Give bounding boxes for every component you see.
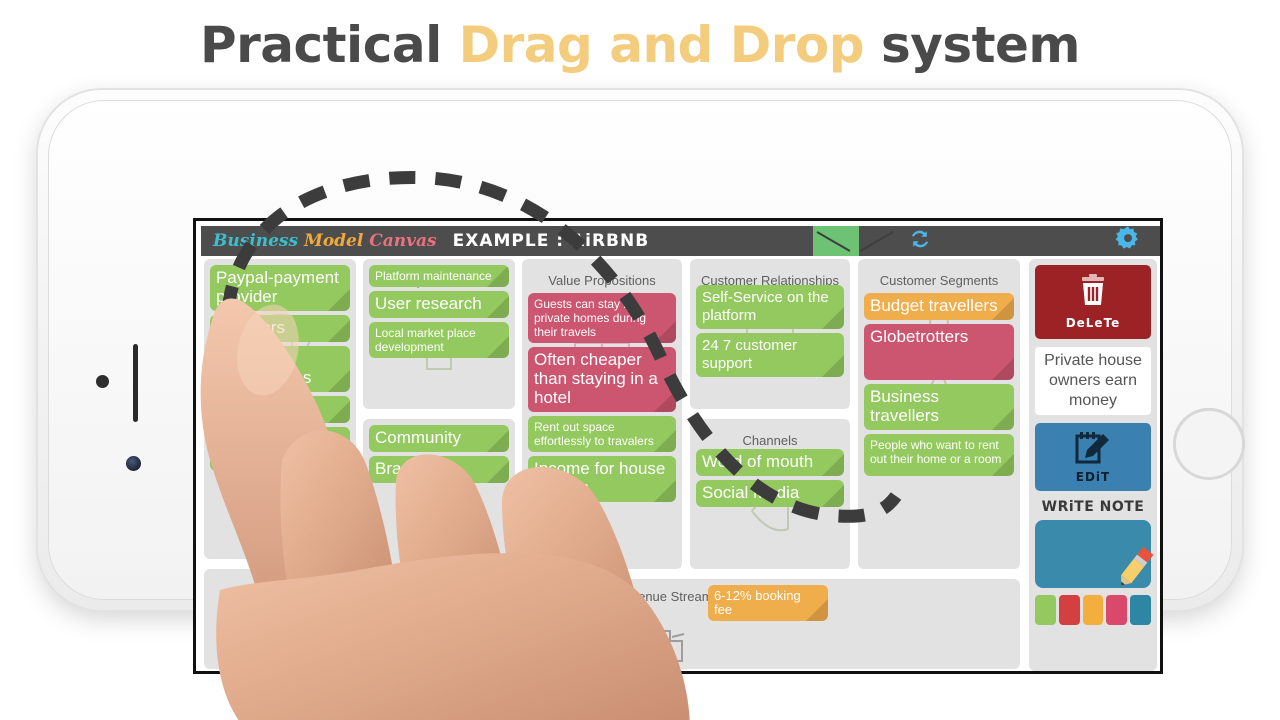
example-label: EXAMPLE : AiRBNB <box>452 231 650 251</box>
sticky-note[interactable]: Community <box>369 425 509 452</box>
sticky-note[interactable]: User research <box>369 291 509 318</box>
sticky-note[interactable]: Investors <box>210 315 350 342</box>
note-list-customer-relationships: Self-Service on the platform 24 7 custom… <box>696 285 844 381</box>
pencil-icon <box>1113 545 1159 598</box>
proximity-sensor <box>126 456 141 471</box>
color-swatch-row <box>1035 595 1151 625</box>
color-swatch-pink[interactable] <box>1106 595 1128 625</box>
color-swatch-orange[interactable] <box>1082 595 1104 625</box>
delete-button[interactable]: DeLeTe <box>1035 265 1151 339</box>
phone-screen: Business Model Canvas EXAMPLE : AiRBNB <box>193 218 1163 674</box>
earpiece-speaker <box>133 344 138 422</box>
delete-button-label: DeLeTe <box>1065 316 1121 330</box>
page-title-part1: Practical <box>199 16 459 74</box>
write-note-canvas[interactable] <box>1035 520 1154 588</box>
page-title: Practical Drag and Drop system <box>0 16 1280 74</box>
panel-channels[interactable]: Channels Word of mouth Social Media <box>690 419 850 569</box>
note-list-key-resources: Community Brand <box>369 425 509 487</box>
sticky-note-dragged[interactable]: 6-12% booking fee <box>708 585 828 621</box>
app-header: Business Model Canvas EXAMPLE : AiRBNB <box>201 224 1160 259</box>
trash-icon <box>1082 274 1104 305</box>
panel-key-activities[interactable]: Key Activities Platform maintenance User… <box>363 259 515 409</box>
note-list-value-propositions: Guests can stay in private homes during … <box>528 293 676 506</box>
panel-customer-relationships[interactable]: Customer Relationships Self-Service on t… <box>690 259 850 409</box>
sticky-note[interactable]: Local market place development <box>369 322 509 358</box>
sticky-note[interactable]: Often cheaper than staying in a hotel <box>528 347 676 412</box>
brand-word-canvas: Canvas <box>369 231 437 251</box>
panel-value-propositions[interactable]: Value Propositions Guests can stay in pr… <box>522 259 682 569</box>
panel-cost-structure[interactable]: Cost Structure <box>204 569 356 669</box>
note-list-key-activities: Platform maintenance User research Local… <box>369 265 509 362</box>
tool-sidebar: DeLeTe Private house owners earn money E… <box>1029 259 1157 671</box>
brand-word-business: Business <box>213 231 299 251</box>
color-swatch-teal[interactable] <box>1130 595 1151 625</box>
canvas-board: Key Partnerships Paypal-payment provider… <box>201 259 1160 671</box>
sticky-note[interactable]: Government influencing regulations <box>210 427 350 471</box>
sticky-note[interactable]: Rent out space effortlessly to travalers <box>528 416 676 452</box>
panel-title-customer-segments: Customer Segments <box>879 273 999 288</box>
sticky-note[interactable]: Platform maintenance <box>369 265 509 287</box>
sticky-note[interactable]: Brand <box>369 456 509 483</box>
write-note-label: WRiTE NOTE <box>1041 499 1145 515</box>
sticky-note[interactable]: Globetrotters <box>864 324 1014 380</box>
sticky-note[interactable]: Paypal-payment provider <box>210 265 350 311</box>
note-list-channels: Word of mouth Social Media <box>696 449 844 511</box>
header-icon-group <box>813 224 1160 259</box>
front-camera <box>96 375 109 388</box>
page-title-highlight: Drag and Drop <box>458 16 865 74</box>
note-list-customer-segments: Budget travellers Globetrotters Business… <box>864 293 1014 480</box>
sticky-note[interactable]: Travel communities <box>210 346 350 392</box>
notepad-pencil-icon <box>1075 432 1109 464</box>
color-swatch-red[interactable] <box>1058 595 1080 625</box>
sticky-note[interactable]: Income for house owners <box>528 456 676 502</box>
panel-title-value-propositions: Value Propositions <box>548 273 656 288</box>
panel-title-revenue-streams: Revenue Streams <box>614 589 720 604</box>
sticky-note[interactable]: Social Media <box>696 480 844 507</box>
panel-revenue-streams[interactable]: Revenue Streams Cleaning fee 6-12% booki… <box>522 579 1020 669</box>
note-preview-text[interactable]: Private house owners earn money <box>1035 347 1151 415</box>
sticky-note[interactable]: Self-Service on the platform <box>696 285 844 329</box>
edit-button[interactable]: EDiT <box>1035 423 1151 491</box>
phone-device: Business Model Canvas EXAMPLE : AiRBNB <box>38 90 1245 674</box>
app-brand: Business Model Canvas <box>213 231 437 251</box>
sticky-note[interactable]: Budget travellers <box>864 293 1014 320</box>
panel-key-resources[interactable]: Key Resources Community Brand <box>363 419 515 569</box>
page-title-part2: system <box>864 16 1081 74</box>
sticky-note[interactable]: Business travellers <box>864 384 1014 430</box>
color-swatch-green[interactable] <box>1035 595 1056 625</box>
gear-icon[interactable] <box>1113 224 1143 259</box>
panel-title-cost-structure: Cost Structure <box>238 583 322 598</box>
sticky-note[interactable]: Word of mouth <box>696 449 844 476</box>
brand-word-model: Model <box>304 231 364 251</box>
sticky-note[interactable]: Guests can stay in private homes during … <box>528 293 676 343</box>
home-button[interactable] <box>1173 408 1245 480</box>
sticky-note[interactable]: Insurance <box>210 396 350 423</box>
sticky-note[interactable]: Cleaning fee <box>532 631 662 653</box>
mail-icon[interactable] <box>813 226 859 256</box>
panel-title-channels: Channels <box>742 433 798 448</box>
panel-key-partnerships[interactable]: Key Partnerships Paypal-payment provider… <box>204 259 356 559</box>
sticky-note[interactable]: 24 7 customer support <box>696 333 844 377</box>
note-list-key-partnerships: Paypal-payment provider Investors Travel… <box>210 265 350 475</box>
panel-customer-segments[interactable]: Customer Segments Budget travellers Glob… <box>858 259 1020 569</box>
refresh-icon[interactable] <box>907 226 933 257</box>
edit-button-label: EDiT <box>1075 470 1111 484</box>
sticky-note[interactable]: People who want to rent out their home o… <box>864 434 1014 476</box>
